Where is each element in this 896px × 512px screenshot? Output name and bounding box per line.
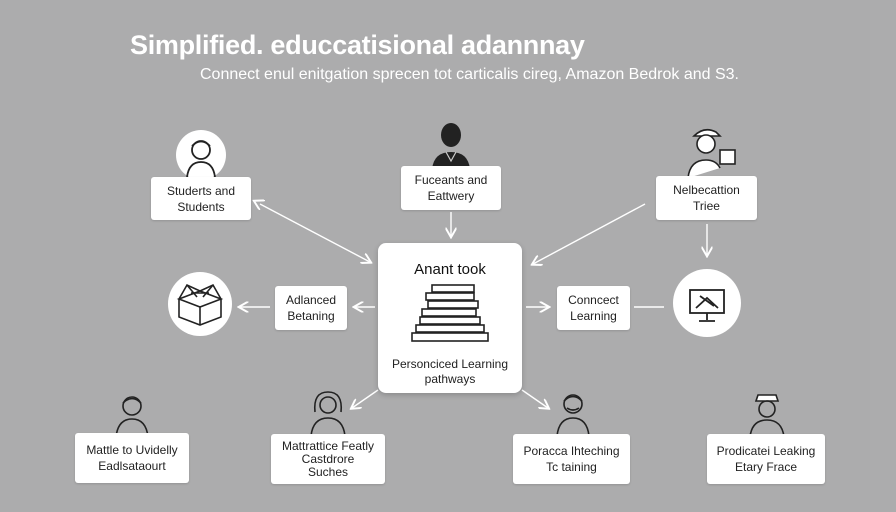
node-advanced-line2: Betaning [287,309,335,323]
diagram-subtitle: Connect enul enitgation sprecen tot cart… [200,66,739,83]
center-caption-line1: Personciced Learning [391,357,509,371]
node-parents-line2: Eattwery [427,189,475,203]
center-caption-line2: pathways [424,372,476,386]
node-prodicatei: Prodicatei Leaking Etary Frace [707,434,825,484]
node-connect-line2: Learning [570,309,617,323]
node-mattratice-line2: Castdrore [301,451,355,466]
node-advanced: Adlanced Betaning [275,286,347,330]
student-avatar-icon [175,129,227,181]
node-advanced-line1: Adlanced [285,293,337,307]
open-box-icon [167,271,233,337]
node-nelbe: Nelbecattion Triee [656,176,757,220]
stacked-books-icon [411,284,489,342]
center-caption: Personciced Learning pathways [378,357,522,387]
node-prodicatei-line1: Prodicatei Leaking [716,444,816,458]
node-connect: Conncect Learning [557,286,630,330]
node-connect-line1: Conncect [568,293,619,307]
node-students-line1: Studerts and [166,183,236,198]
node-poracca-line2: Tc taining [546,460,597,474]
node-mattle: Mattle to Uvidelly Eadlsataourt [75,433,189,483]
node-parents: Fuceants and Eattwery [401,166,501,210]
node-parents-line1: Fuceants and [414,173,488,187]
node-mattratice-line3: Suches [307,464,349,479]
woman-person-icon [305,388,351,437]
node-students-line2: Students [177,199,225,214]
node-mattratice: Mattrattice Featly Castdrore Suches [271,434,385,484]
arrow-students-center [260,204,370,262]
node-nelbe-line2: Triee [693,199,720,213]
monitor-icon [672,268,742,338]
center-title: Anant took [414,261,486,278]
arrow-nelbe-center [533,203,646,264]
learner-person-icon [110,391,154,438]
node-mattratice-line1: Mattrattice Featly [281,438,375,453]
worker-cap-icon [744,389,790,438]
node-poracca: Poracca Ihteching Tc taining [513,434,630,484]
arrow-center-poracca [521,389,548,408]
parent-person-icon [428,119,474,171]
node-students: Studerts and Students [151,177,251,220]
node-poracca-line1: Poracca Ihteching [523,444,620,458]
teacher-tablet-icon [680,124,740,180]
older-man-icon [551,388,595,437]
center-hub: Anant took Personciced Learning pathways [378,243,522,393]
node-mattle-line1: Mattle to Uvidelly [86,443,178,457]
diagram-title: Simplified. educcatisional adannnay [130,30,585,60]
arrow-center-mattrattice [352,389,379,408]
node-prodicatei-line2: Etary Frace [734,460,797,474]
node-mattle-line2: Eadlsataourt [98,459,166,473]
node-nelbe-line1: Nelbecattion [673,183,740,197]
